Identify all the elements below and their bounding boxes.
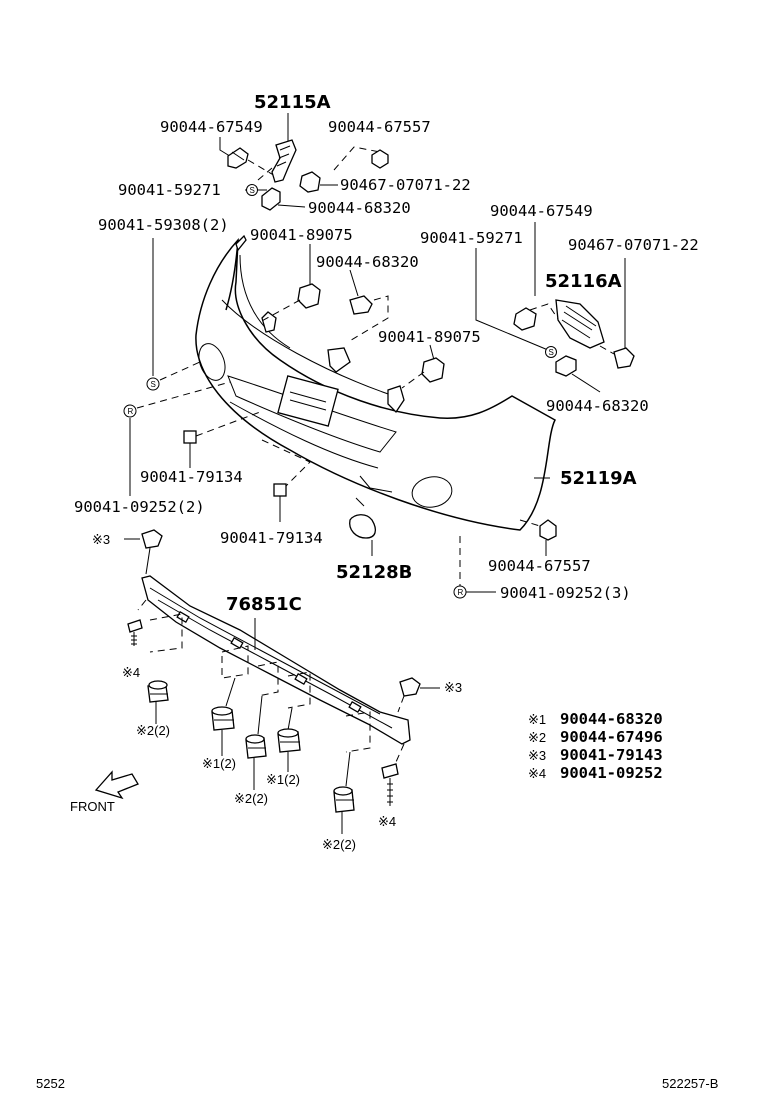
mark2-a-label: ※2(2) xyxy=(136,723,170,738)
label-90041-59308: 90041-59308(2) xyxy=(98,216,229,234)
label-90041-79134-b: 90041-79134 xyxy=(220,529,323,547)
legend-mark-2: ※2 xyxy=(528,730,546,745)
ref-52119A: 52119A xyxy=(560,468,637,489)
bracket-52116A xyxy=(555,299,605,349)
bumper-clips: S R R xyxy=(123,234,557,599)
bolt-mark4-left xyxy=(127,599,147,646)
legend-mark-4: ※4 xyxy=(528,766,546,781)
label-90041-89075-a: 90041-89075 xyxy=(250,226,353,244)
mark4-right-label: ※4 xyxy=(378,814,396,829)
clip-90041-79134-a xyxy=(183,430,197,444)
label-90044-68320-c: 90044-68320 xyxy=(546,397,649,415)
legend-part-3: 90041-79143 xyxy=(560,746,663,764)
r-marker-text: R xyxy=(458,588,464,597)
legend-part-4: 90041-09252 xyxy=(560,764,663,782)
nut-90044-67557-a xyxy=(371,149,389,169)
s-marker-text: S xyxy=(549,348,554,357)
fog-lamp-hole-right xyxy=(411,476,453,508)
mark3-top-label: ※3 xyxy=(92,532,110,547)
ref-52128B: 52128B xyxy=(336,562,412,583)
mark1-b-label: ※1(2) xyxy=(266,772,300,787)
bolt-mark4-right xyxy=(381,743,405,806)
clip-mark3-top xyxy=(124,529,163,575)
legend-part-2: 90044-67496 xyxy=(560,728,663,746)
mark4-left-label: ※4 xyxy=(122,665,140,680)
footer-page-code: 5252 xyxy=(36,1076,65,1091)
label-90041-09252-b: 90041-09252(3) xyxy=(500,584,631,602)
label-90041-89075-b: 90041-89075 xyxy=(378,328,481,346)
legend-mark-3: ※3 xyxy=(528,748,546,763)
front-arrow-icon xyxy=(94,770,139,800)
label-90044-67557-a: 90044-67557 xyxy=(328,118,431,136)
clip-90041-89075-b xyxy=(421,357,445,383)
bumper-cover-52119A xyxy=(195,237,556,531)
screw-90041-59308 xyxy=(235,234,247,252)
s-marker-text: S xyxy=(250,186,255,195)
reinforcement-76851C xyxy=(141,575,411,745)
label-90041-59271-a: 90041-59271 xyxy=(118,181,221,199)
clip-90044-67549-a xyxy=(227,147,249,169)
footer-drawing-code: 522257-B xyxy=(662,1076,718,1091)
label-90041-59271-b: 90041-59271 xyxy=(420,229,523,247)
ref-52115A: 52115A xyxy=(254,92,331,113)
label-90044-67557-b: 90044-67557 xyxy=(488,557,591,575)
s-marker-icon xyxy=(246,184,258,196)
license-plate-bracket xyxy=(277,375,339,427)
mark2-b-label: ※2(2) xyxy=(234,791,268,806)
r-marker-text: R xyxy=(128,407,134,416)
label-90044-67549-b: 90044-67549 xyxy=(490,202,593,220)
labels: 52115A 90044-67549 90044-67557 90041-592… xyxy=(70,92,699,852)
clip-90467-07071-22-b xyxy=(613,347,635,369)
label-90041-79134-a: 90041-79134 xyxy=(140,468,243,486)
bracket-52115A-group: S xyxy=(219,113,389,211)
label-90044-68320-b: 90044-68320 xyxy=(316,253,419,271)
inner-bracket-left xyxy=(261,311,277,333)
mark2-c-label: ※2(2) xyxy=(322,837,356,852)
s-marker-icon xyxy=(545,346,557,358)
s-marker-text: S xyxy=(151,380,156,389)
mark3-right-label: ※3 xyxy=(444,680,462,695)
front-label: FRONT xyxy=(70,799,115,814)
clip-90041-79134-b xyxy=(273,483,287,497)
label-90041-09252-a: 90041-09252(2) xyxy=(74,498,205,516)
clip-90044-68320-c xyxy=(555,355,577,377)
clip-90044-67549-b xyxy=(513,307,537,331)
clip-90044-68320-b xyxy=(349,295,373,315)
inner-bracket-right xyxy=(387,385,405,414)
tow-hook-cover-52128B xyxy=(349,514,377,539)
fog-lamp-hole-left xyxy=(198,343,226,381)
ref-52116A: 52116A xyxy=(545,271,622,292)
ref-76851C: 76851C xyxy=(226,594,302,615)
label-90467-07071-22-b: 90467-07071-22 xyxy=(568,236,699,254)
legend: ※1 90044-68320 ※2 90044-67496 ※3 90041-7… xyxy=(528,710,663,782)
grommets xyxy=(147,613,371,834)
bracket-52115A xyxy=(271,139,297,183)
mark1-a-label: ※1(2) xyxy=(202,756,236,771)
label-90467-07071-22-a: 90467-07071-22 xyxy=(340,176,471,194)
bracket-52116A-group: S xyxy=(475,222,635,393)
label-90044-68320-a: 90044-68320 xyxy=(308,199,411,217)
s-marker-icon xyxy=(146,377,160,391)
clip-90044-68320-a xyxy=(261,187,281,211)
r-marker-icon xyxy=(123,404,137,418)
clip-90041-89075-a xyxy=(297,283,321,309)
clip-mark3-right xyxy=(397,677,440,713)
nut-90044-67557-b xyxy=(539,519,557,541)
label-90044-67549-a: 90044-67549 xyxy=(160,118,263,136)
legend-mark-1: ※1 xyxy=(528,712,546,727)
footer: 5252 522257-B xyxy=(36,1076,718,1091)
inner-bracket-center xyxy=(327,347,351,373)
clip-90467-07071-22-a xyxy=(299,171,321,193)
legend-part-1: 90044-68320 xyxy=(560,710,663,728)
